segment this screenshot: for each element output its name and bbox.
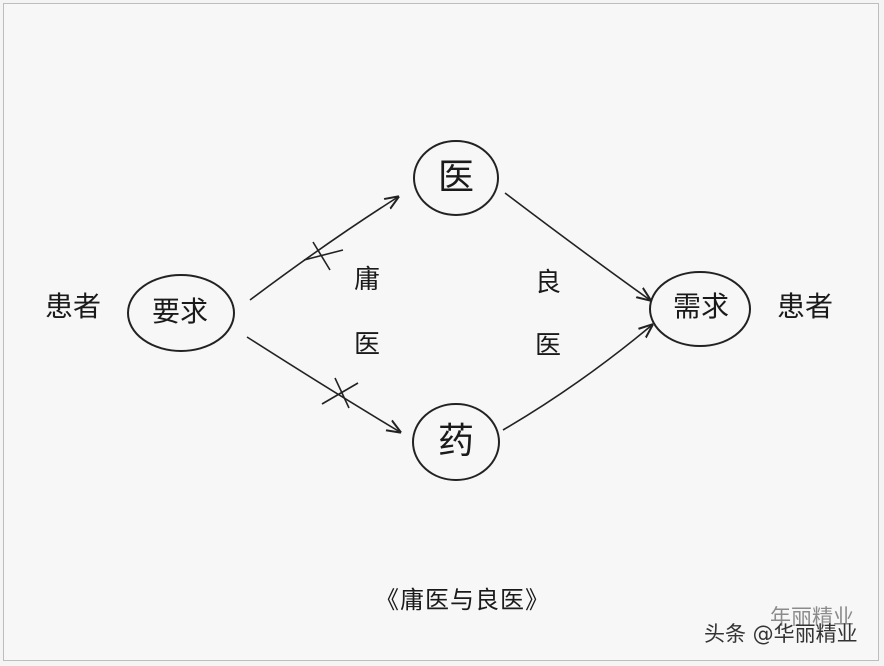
watermark: 头条 @华丽精业: [704, 622, 858, 646]
node-demand-left-label: 要求: [152, 295, 209, 328]
diagram-frame: [3, 3, 879, 661]
patient-right-label: 患者: [777, 290, 834, 323]
arrow-demand-to-medicine: [246, 336, 400, 432]
watermark-overlay: 年丽精业: [770, 605, 854, 629]
arrow-medicine-to-need: [502, 325, 652, 431]
good-doctor-char-1: 良: [535, 268, 562, 298]
node-doctor-label: 医: [438, 157, 475, 198]
mediocre-doctor-char-2: 医: [354, 330, 381, 360]
patient-left-label: 患者: [45, 290, 102, 323]
node-doctor-circle: [413, 140, 499, 216]
node-demand-right-label: 需求: [673, 290, 730, 323]
node-demand-left-circle: [127, 274, 235, 352]
cross-mark-lower: [321, 377, 359, 409]
node-demand-right-circle: [649, 271, 751, 347]
cross-mark-upper: [303, 241, 344, 271]
diagram-caption: 《庸医与良医》: [375, 586, 550, 614]
node-medicine-label: 药: [438, 421, 475, 462]
node-medicine-circle: [412, 403, 500, 481]
arrow-demand-to-doctor: [249, 197, 398, 301]
good-doctor-char-2: 医: [535, 331, 562, 361]
mediocre-doctor-char-1: 庸: [354, 265, 381, 295]
arrow-doctor-to-need: [504, 192, 650, 300]
